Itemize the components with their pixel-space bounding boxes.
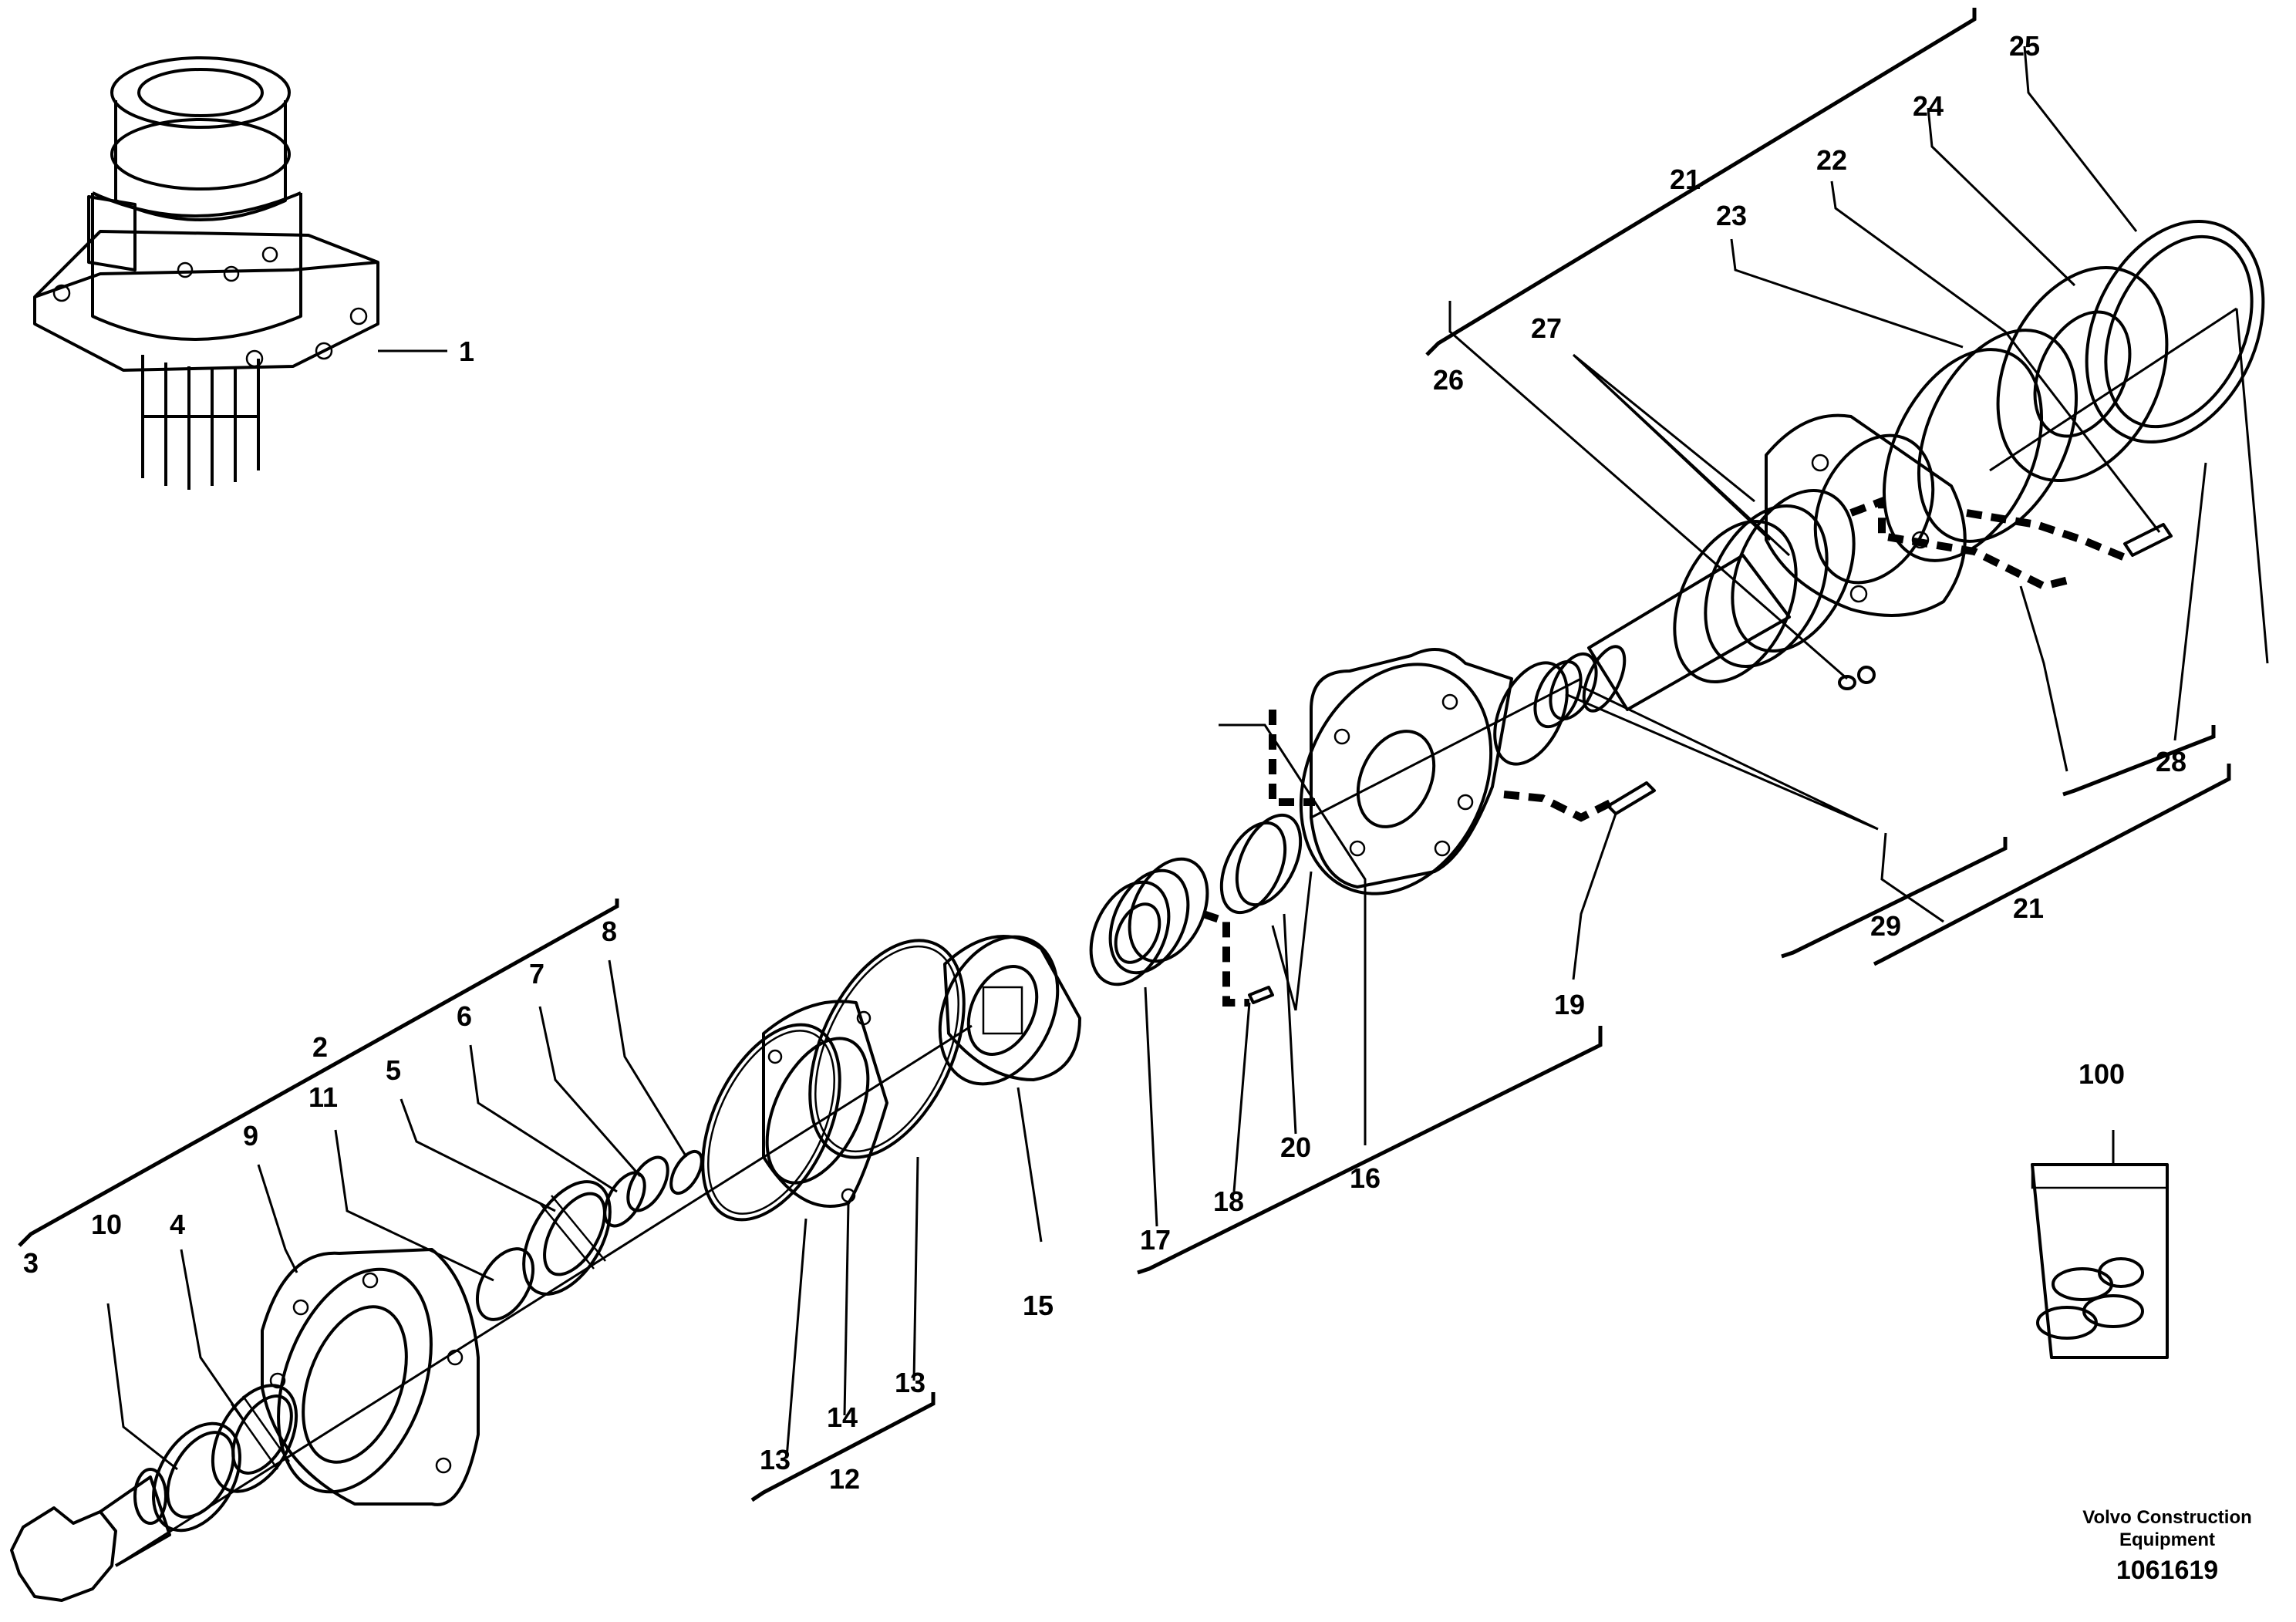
callout-15: 15: [1023, 1290, 1054, 1321]
part-13-oring-b: [808, 939, 966, 1159]
callout-2: 2: [312, 1031, 328, 1063]
part-20-ring-b: [1235, 813, 1303, 907]
callout-16: 16: [1350, 1162, 1381, 1194]
brand-line-1: Volvo Construction: [2082, 1507, 2252, 1528]
part-21-planet-carrier: [1765, 413, 1967, 617]
part-29-ring-b: [1533, 659, 1583, 729]
footer: Volvo Construction Equipment 1061619: [2082, 1507, 2252, 1585]
figure-number: 1061619: [2116, 1556, 2218, 1585]
part-13-oring-a: [701, 1023, 841, 1222]
callout-19: 19: [1554, 989, 1585, 1020]
leader-lines: [106, 46, 2269, 1471]
part-17-piston: [1089, 857, 1209, 986]
part-19-bolt: [1607, 781, 1656, 815]
part-26-screw-head: [1838, 675, 1856, 690]
callout-27: 27: [1531, 312, 1562, 344]
callout-1: 1: [459, 336, 474, 367]
callout-3: 3: [23, 1247, 39, 1279]
callout-4: 4: [170, 1209, 185, 1240]
part-16-housing: [1299, 648, 1513, 895]
callout-8: 8: [602, 916, 617, 947]
group-brackets: [18, 8, 2231, 1502]
part-5-bearing: [522, 1180, 612, 1296]
callout-9: 9: [243, 1120, 258, 1152]
dashed-link-26: [1849, 495, 2076, 591]
part-29-oring-small: [1857, 666, 1876, 684]
callout-10: 10: [91, 1209, 122, 1240]
part-1-assembled-motor: [33, 56, 447, 490]
callout-7: 7: [529, 958, 544, 990]
part-18-spring: [1248, 986, 1274, 1004]
part-4-bearing: [211, 1384, 298, 1493]
part-27-planet-shaft: [1582, 489, 1856, 713]
callout-13a: 13: [760, 1444, 791, 1475]
part-22-ring: [1917, 329, 2079, 543]
callout-12: 12: [829, 1463, 860, 1495]
callout-25: 25: [2009, 30, 2040, 62]
dashed-link-17-18: [1202, 910, 1249, 1007]
callout-20: 20: [1280, 1131, 1311, 1163]
part-29-ring-a: [1493, 661, 1569, 766]
part-11-ring: [475, 1247, 535, 1321]
callout-13b: 13: [895, 1367, 925, 1398]
part-100-seal-kit-bag: [2031, 1163, 2169, 1359]
part-3-pinion-shaft: [10, 1468, 171, 1602]
callout-22: 22: [1816, 144, 1847, 176]
part-20-ring-a: [1219, 821, 1287, 915]
callout-21b: 21: [2013, 892, 2044, 924]
dashed-link-16-housing: [1269, 710, 1315, 806]
callout-17: 17: [1140, 1224, 1171, 1256]
callout-labels: 1 2 3 4 5 6 7 8 9 10 11 12 13 13 14 15 1…: [23, 30, 2186, 1495]
part-28-bolt: [2123, 523, 2173, 557]
callout-18: 18: [1213, 1185, 1244, 1217]
callout-29: 29: [1870, 910, 1901, 942]
part-8-snap-ring: [669, 1149, 703, 1195]
dashed-link-19: [1503, 791, 1614, 822]
callout-100: 100: [2079, 1058, 2125, 1090]
callout-5: 5: [386, 1054, 401, 1086]
dashed-link-22: [1966, 509, 2130, 563]
callout-26: 26: [1433, 364, 1464, 396]
callout-24: 24: [1913, 90, 1944, 122]
callout-11: 11: [308, 1081, 338, 1113]
part-29-ring-c: [1549, 652, 1598, 721]
part-7-ring: [626, 1155, 669, 1212]
part-15-bearing-hub: [938, 935, 1081, 1086]
callout-21a: 21: [1670, 164, 1701, 195]
brand-line-2: Equipment: [2119, 1529, 2215, 1550]
part-9-housing: [261, 1248, 480, 1506]
callout-28: 28: [2156, 746, 2186, 777]
callout-6: 6: [457, 1000, 472, 1032]
part-14-flange: [762, 1000, 888, 1208]
callout-14: 14: [827, 1401, 858, 1433]
part-24-plate: [1996, 265, 2169, 483]
callout-23: 23: [1716, 200, 1747, 231]
part-23-ring: [1882, 348, 2044, 562]
part-25-ring: [2085, 219, 2265, 444]
